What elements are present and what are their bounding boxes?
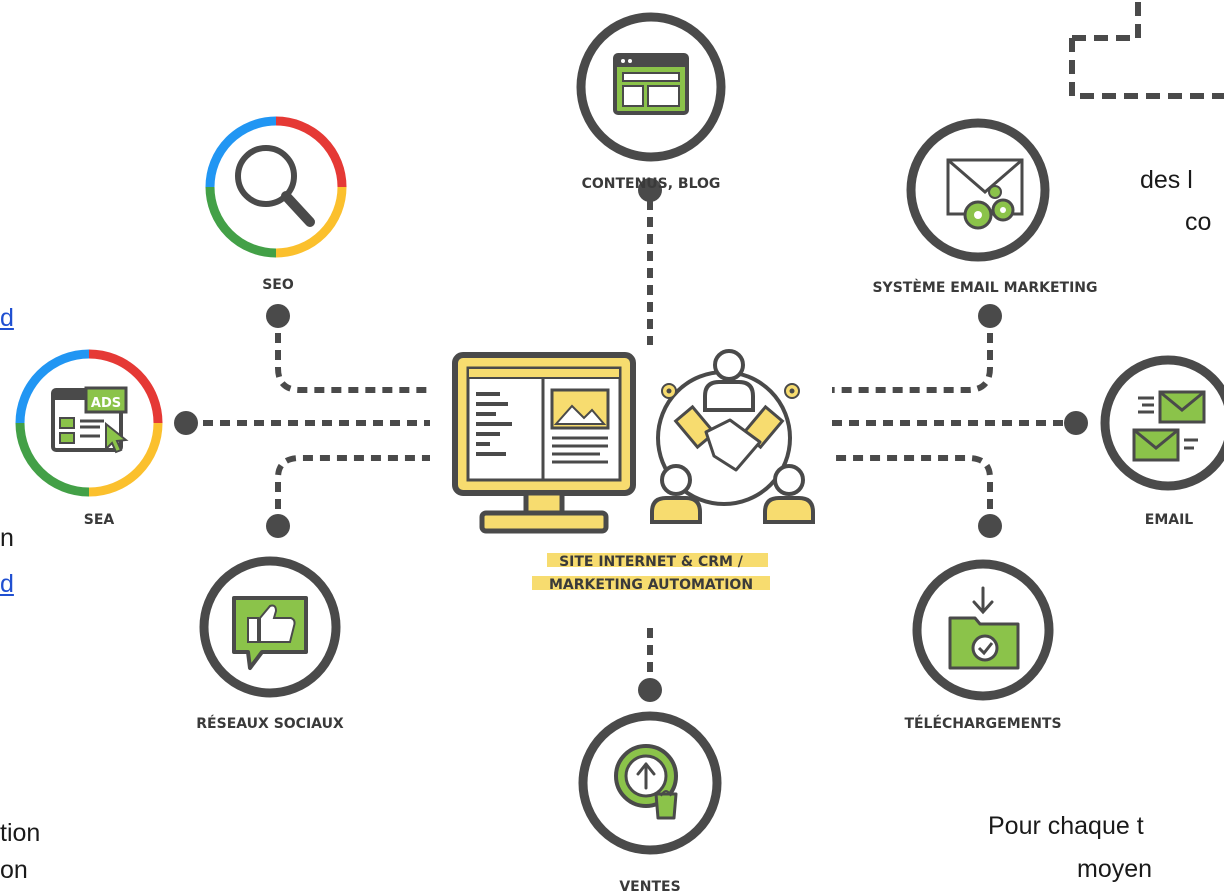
center-hub: SITE INTERNET & CRM / MARKETING AUTOMATI…	[452, 349, 815, 593]
left-text-fragment-3: on	[0, 856, 28, 884]
team-handshake-icon	[650, 349, 815, 524]
contenus-blog-label: CONTENUS, BLOG	[582, 176, 721, 192]
center-label-line2: MARKETING AUTOMATION	[549, 577, 753, 593]
node-email-marketing: SYSTÈME EMAIL MARKETING	[872, 118, 1098, 296]
download-folder-icon	[948, 586, 1020, 670]
center-label-highlight-2	[532, 576, 770, 590]
connector-lines	[186, 200, 1075, 688]
node-reseaux-sociaux: RÉSEAUX SOCIAUX	[196, 556, 344, 732]
center-label-highlight-1	[547, 553, 768, 567]
thumbs-up-icon	[232, 596, 308, 670]
right-text-fragment-3: Pour chaque t	[988, 812, 1144, 840]
node-contenus-blog: CONTENUS, BLOG	[576, 12, 726, 192]
magnifier-icon	[235, 145, 315, 227]
browser-layout-icon	[613, 53, 689, 115]
left-text-fragment-1: n	[0, 524, 14, 552]
telechargements-label: TÉLÉCHARGEMENTS	[904, 715, 1061, 732]
left-link-fragment-2[interactable]: d	[0, 570, 14, 598]
upload-bag-icon	[614, 744, 678, 820]
email-marketing-label: SYSTÈME EMAIL MARKETING	[872, 279, 1097, 296]
dotted-frame-decoration	[1069, 0, 1224, 99]
node-ventes: VENTES	[578, 711, 722, 891]
email-label: EMAIL	[1145, 512, 1194, 528]
node-telechargements: TÉLÉCHARGEMENTS	[904, 559, 1062, 732]
node-email: EMAIL	[1100, 355, 1224, 528]
svg-text:ADS: ADS	[91, 396, 121, 411]
right-text-fragment-1: des l	[1140, 166, 1193, 194]
email-gears-icon	[946, 158, 1024, 230]
left-text-fragment-2: tion	[0, 819, 41, 847]
envelopes-icon	[1132, 390, 1206, 462]
left-link-fragment-1[interactable]: d	[0, 304, 14, 332]
node-seo: SEO	[205, 116, 347, 293]
right-text-fragment-2: co	[1185, 208, 1212, 236]
sea-label: SEA	[84, 512, 115, 528]
monitor-icon	[452, 352, 636, 534]
node-sea: ADS SEA	[15, 349, 163, 528]
center-label-line1: SITE INTERNET & CRM /	[559, 554, 744, 570]
connector-dots	[174, 178, 1088, 702]
reseaux-sociaux-label: RÉSEAUX SOCIAUX	[196, 715, 344, 732]
seo-label: SEO	[262, 277, 294, 293]
ads-icon: ADS	[51, 386, 129, 454]
right-text-fragment-4: moyen	[1077, 855, 1153, 883]
ventes-label: VENTES	[619, 879, 680, 891]
